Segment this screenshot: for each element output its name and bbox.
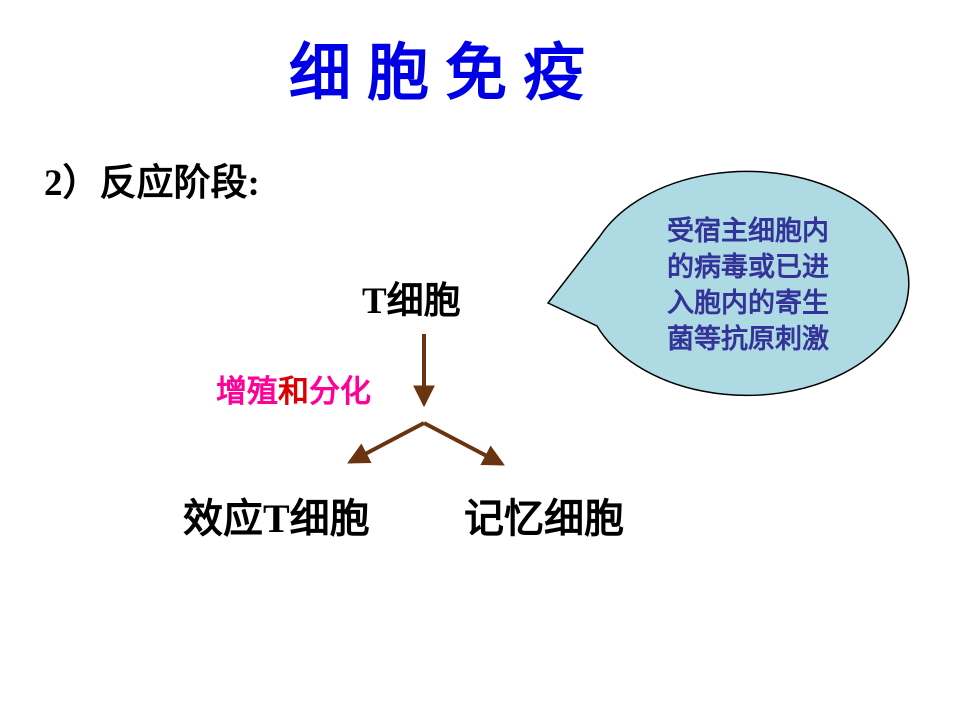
process-label: 增殖和分化 (216, 366, 371, 411)
process-label-seg1: 增殖 (216, 374, 278, 409)
memory-cell-label: 记忆细胞 (464, 496, 624, 541)
section-label: 2）反应阶段: (44, 163, 260, 204)
process-label-seg3: 分化 (309, 374, 371, 409)
callout-line: 的病毒或已进 (667, 252, 829, 282)
callout-line: 受宿主细胞内 (667, 216, 829, 246)
process-label-seg2: 和 (278, 374, 309, 409)
arrow-branch-left (347, 421, 425, 464)
callout-bubble (546, 170, 910, 397)
t-cell-label: T细胞 (362, 281, 461, 322)
effector-t-cell-label: 效应T细胞 (183, 496, 370, 541)
callout-line: 入胞内的寄生 (667, 288, 829, 318)
slide-title: 细胞免疫 (288, 40, 601, 108)
callout-text: 受宿主细胞内 的病毒或已进 入胞内的寄生 菌等抗原刺激 (623, 213, 873, 357)
callout-line: 菌等抗原刺激 (667, 324, 829, 354)
arrow-branch-right (423, 421, 505, 466)
